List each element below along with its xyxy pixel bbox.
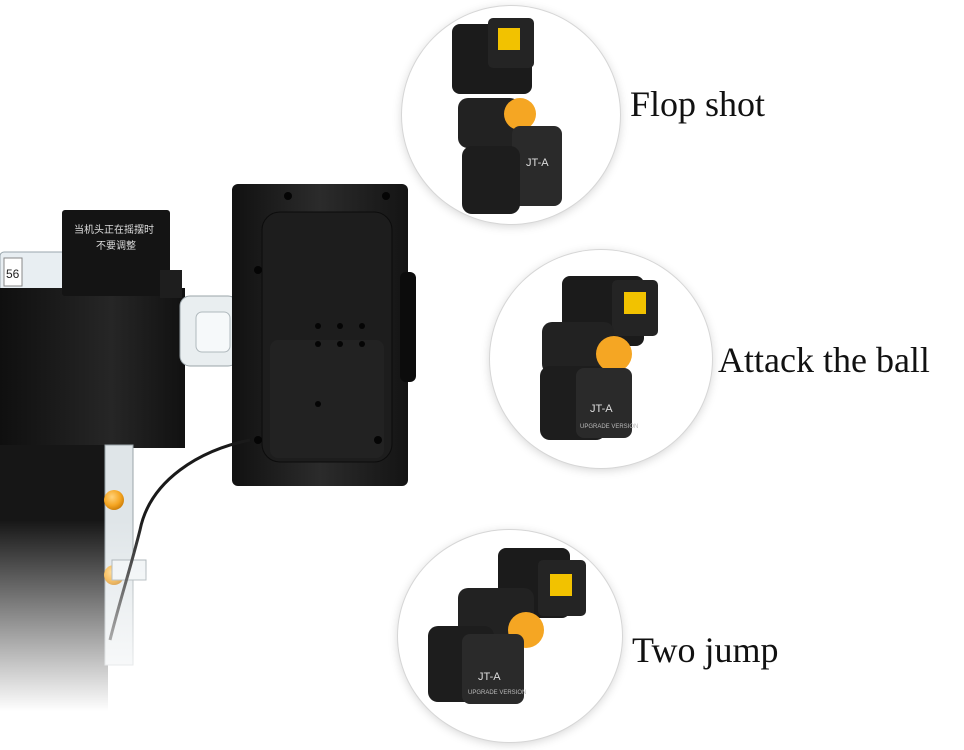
bottom-fade (0, 520, 200, 745)
sticker-line-1: 当机头正在摇摆时 (74, 223, 154, 236)
side-digits: 56 (6, 267, 20, 281)
variant-circle-two-jump: JT-A UPGRADE VERSION (398, 530, 622, 742)
model-label-3: JT-A (478, 671, 501, 683)
sub-label-3: UPGRADE VERSION (468, 690, 526, 696)
variant-label-flop-shot: Flop shot (630, 84, 766, 124)
variant-label-two-jump: Two jump (632, 630, 779, 670)
variant-circle-attack-the-ball: JT-A UPGRADE VERSION (490, 250, 712, 468)
variant-label-attack-the-ball: Attack the ball (718, 340, 930, 380)
model-label: JT-A (526, 157, 549, 169)
sub-label-2: UPGRADE VERSION (580, 424, 638, 430)
sticker-line-2: 不要调整 (96, 239, 136, 252)
variant-circle-flop-shot: JT-A (402, 6, 620, 224)
model-label-2: JT-A (590, 403, 613, 415)
